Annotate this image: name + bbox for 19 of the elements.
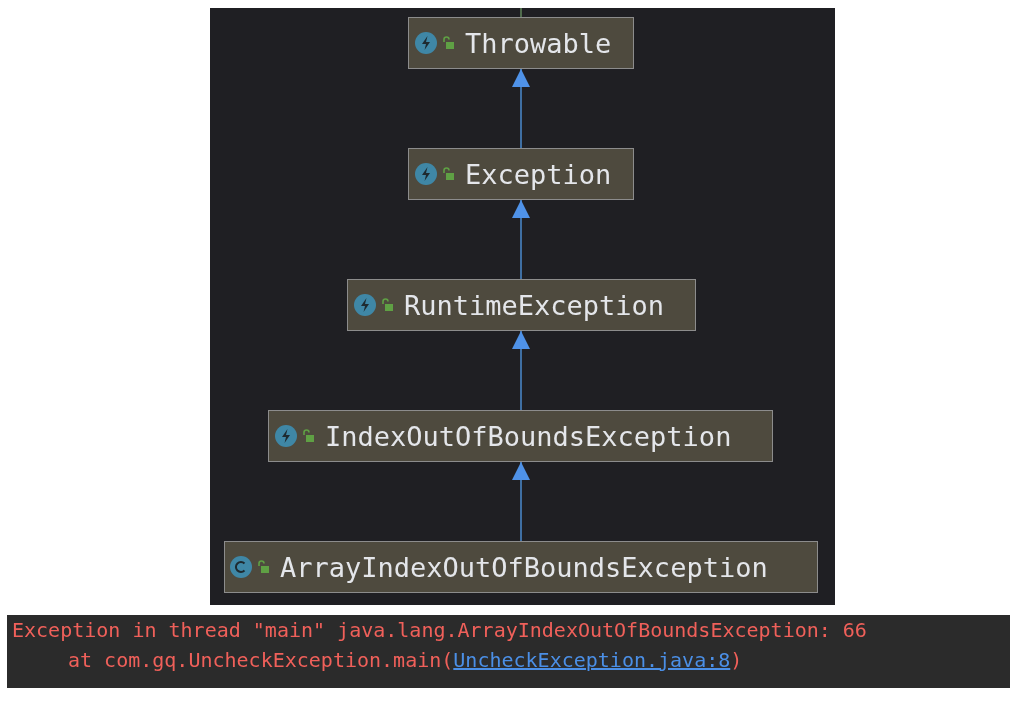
stack-trace-line: at com.gq.UncheckException.main( <box>68 648 454 672</box>
class-box <box>408 17 634 69</box>
inheritance-arrow <box>512 68 530 149</box>
inheritance-arrow <box>512 461 530 542</box>
class-name: Throwable <box>465 27 612 59</box>
class-name: RuntimeException <box>404 289 665 321</box>
class-box <box>268 410 773 462</box>
class-name: Exception <box>465 158 612 190</box>
connector-line <box>520 7 522 18</box>
source-link: UncheckException.java:8 <box>453 648 731 672</box>
class-name: ArrayIndexOutOfBoundsException <box>280 551 768 583</box>
class-box <box>224 541 818 593</box>
inheritance-arrow <box>512 330 530 411</box>
class-name: IndexOutOfBoundsException <box>325 420 732 452</box>
class-box <box>408 148 634 200</box>
class-box <box>347 279 696 331</box>
inheritance-arrow <box>512 199 530 280</box>
error-message: Exception in thread "main" java.lang.ArrayIndexOutOfBoundsException: 66 <box>12 618 867 642</box>
closing-parenthesis: ) <box>730 648 743 672</box>
